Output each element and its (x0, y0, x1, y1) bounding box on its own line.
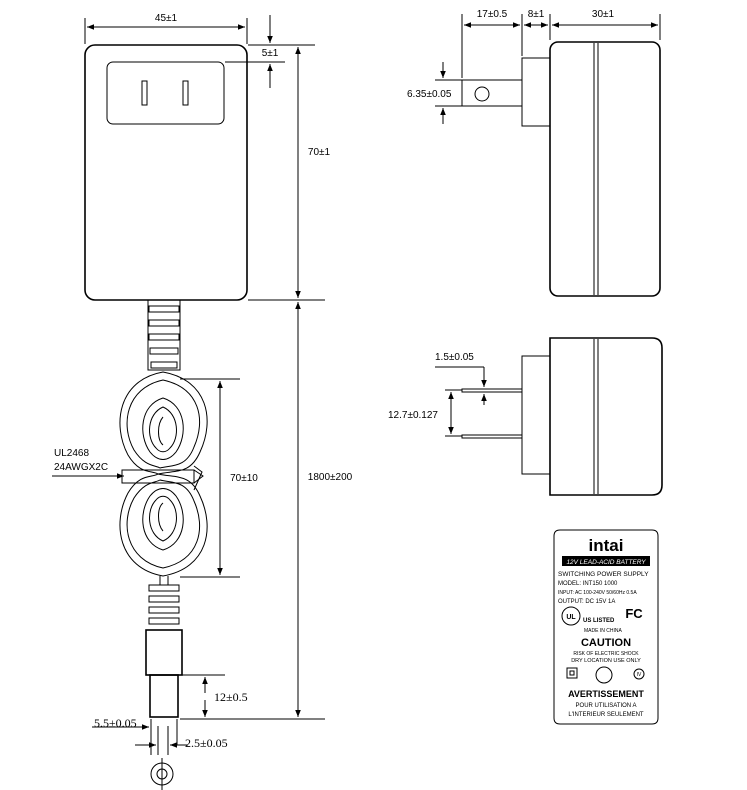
rating-label: intai 12V LEAD-ACID BATTERY SWITCHING PO… (553, 529, 659, 725)
coil-length-label: 70±10 (230, 473, 258, 484)
label-dry: DRY LOCATION USE ONLY (571, 658, 641, 664)
collar-depth-label: 8±1 (528, 9, 545, 20)
label-made: MADE IN CHINA (584, 628, 622, 634)
cable-spec-1: UL2468 (54, 448, 89, 459)
plug-offset-dimension: 5±1 (225, 15, 315, 88)
side-body (549, 41, 661, 297)
coiled-cable (119, 371, 208, 577)
inner-diameter-dimension: 2.5±0.05 (135, 726, 228, 755)
label-product: SWITCHING POWER SUPPLY (558, 571, 649, 578)
label-output: OUTPUT: DC 15V 1A (558, 599, 615, 605)
plug-offset-label: 5±1 (262, 48, 279, 59)
adapter-body (84, 44, 248, 301)
prong-top-2 (461, 434, 523, 439)
socket-recess (106, 61, 225, 125)
width-dimension-label: 45±1 (155, 13, 178, 24)
strain-relief (147, 300, 181, 371)
label-tagline: 12V LEAD-ACID BATTERY (566, 559, 646, 566)
cable-spec-callout: UL2468 24AWGX2C (52, 448, 124, 479)
dc-connector (145, 576, 183, 718)
label-brand: intai (589, 536, 624, 555)
label-avert2: POUR UTILISATION A (576, 703, 637, 709)
class-ii-icon (566, 667, 578, 679)
height-dimension: 70±1 (248, 47, 331, 301)
prong-spacing-label: 12.7±0.127 (388, 410, 438, 421)
cable-spec-2: 24AWGX2C (54, 462, 108, 473)
adapter-top-view (461, 337, 663, 496)
ul-mark-icon (561, 606, 581, 626)
prong-top-1 (461, 388, 523, 393)
svg-text:UL: UL (566, 614, 576, 621)
inner-diameter-label: 2.5±0.05 (185, 736, 228, 750)
prong-thickness-dimension: 1.5±0.05 (435, 352, 487, 405)
side-collar (521, 57, 551, 127)
body-depth-label: 30±1 (592, 9, 615, 20)
label-risk: RISK OF ELECTRIC SHOCK (573, 651, 639, 657)
coil-length-dimension: 70±10 (180, 378, 258, 578)
socket-slot-right (182, 80, 189, 106)
adapter-side-view (461, 41, 661, 297)
plug-end-view (150, 758, 174, 790)
depth-dimensions: 17±0.5 8±1 30±1 (461, 9, 661, 78)
label-input: INPUT: AC 100-240V 50/60Hz 0.5A (558, 590, 637, 596)
label-listed: US LISTED (583, 618, 615, 624)
efficiency-level-icon (633, 668, 645, 680)
label-model: MODEL: INT150 1000 (558, 581, 618, 587)
top-body (549, 337, 663, 496)
tip-length-label: 12±0.5 (214, 690, 248, 704)
prong-spacing-dimension: 12.7±0.127 (388, 389, 462, 437)
cord-length-dimension: 1800±200 (180, 302, 353, 720)
fcc-logo-icon: FC (625, 606, 643, 621)
label-caution: CAUTION (581, 637, 631, 649)
recycle-icon (595, 666, 613, 684)
adapter-front-view (84, 44, 248, 301)
socket-slot-left (141, 80, 148, 106)
svg-text:IV: IV (637, 672, 642, 678)
prong-length-label: 17±0.5 (477, 9, 508, 20)
prong-width-dimension: 6.35±0.05 (407, 62, 462, 124)
cord-length-label: 1800±200 (308, 472, 353, 483)
prong-side (461, 79, 523, 107)
label-avert: AVERTISSEMENT (568, 689, 644, 699)
outer-diameter-label: 5.5±0.05 (94, 716, 137, 730)
tip-length-dimension: 12±0.5 (182, 674, 248, 717)
label-avert3: L'INTERIEUR SEULEMENT (568, 712, 643, 718)
width-dimension: 45±1 (84, 13, 248, 44)
height-dimension-label: 70±1 (308, 147, 331, 158)
prong-width-label: 6.35±0.05 (407, 89, 452, 100)
connector-tip (149, 674, 179, 718)
prong-thickness-label: 1.5±0.05 (435, 352, 474, 363)
outer-diameter-dimension: 5.5±0.05 (92, 716, 178, 755)
